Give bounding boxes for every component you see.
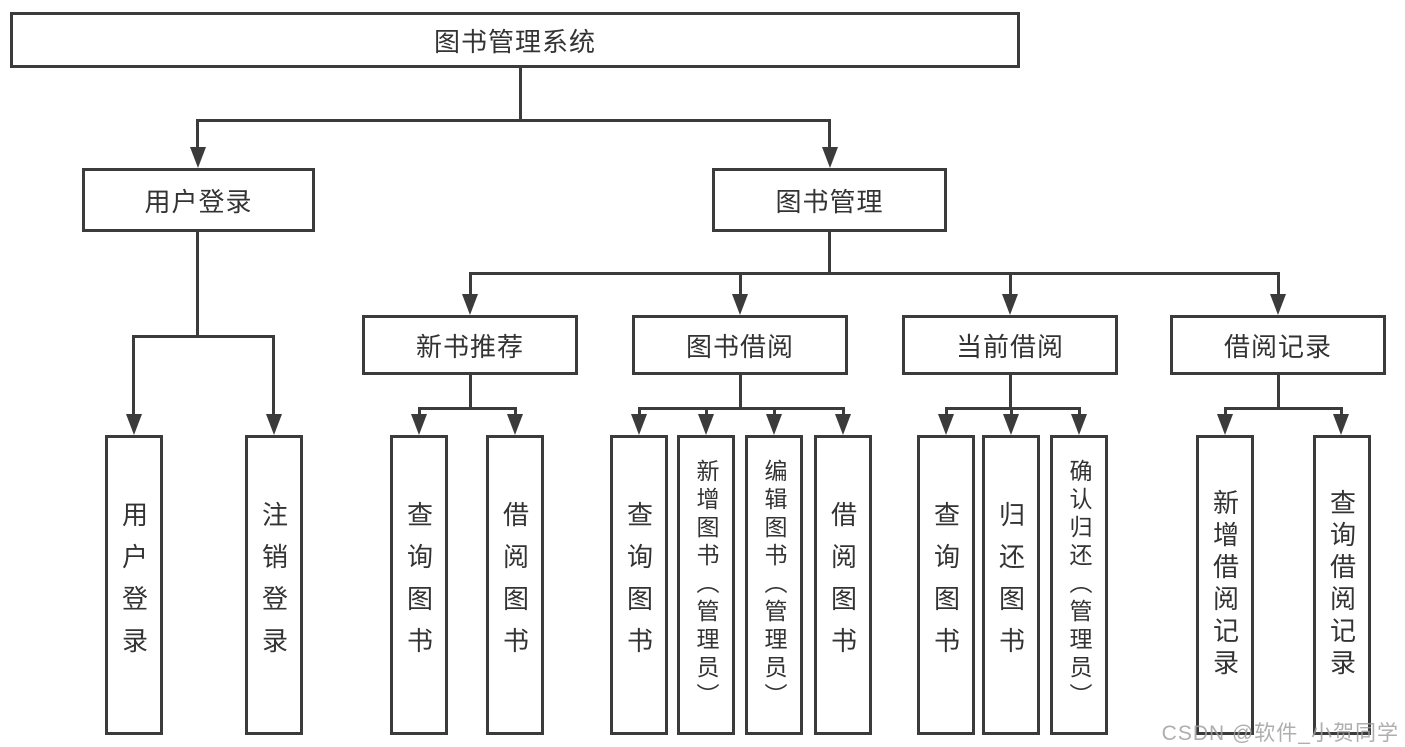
connector-line	[828, 232, 831, 272]
leaf-add-books-admin: 新增图书（管理员）	[677, 435, 735, 735]
connector-line	[945, 407, 1081, 410]
leaf-borrow-books-newbook: 借阅图书	[486, 435, 544, 735]
leaf-user-login: 用户登录	[105, 435, 163, 735]
arrowhead-down-icon	[938, 414, 954, 435]
arrowhead-down-icon	[1002, 294, 1018, 315]
connector-line	[638, 407, 845, 410]
connector-line	[469, 272, 472, 294]
node-current-borrowing: 当前借阅	[902, 315, 1118, 375]
connector-line	[272, 335, 275, 414]
arrowhead-down-icon	[190, 147, 206, 168]
node-book-borrowing: 图书借阅	[632, 315, 848, 375]
leaf-logout: 注销登录	[245, 435, 303, 735]
connector-line	[945, 407, 948, 414]
node-borrowing-records: 借阅记录	[1170, 315, 1386, 375]
leaf-edit-books-admin: 编辑图书（管理员）	[745, 435, 803, 735]
connector-line	[1009, 375, 1012, 407]
connector-line	[842, 407, 845, 414]
leaf-confirm-return-admin: 确认归还（管理员）	[1050, 435, 1108, 735]
arrowhead-down-icon	[835, 414, 851, 435]
connector-line	[469, 375, 472, 407]
connector-line	[519, 68, 522, 119]
connector-line	[1078, 407, 1081, 414]
arrowhead-down-icon	[1217, 414, 1233, 435]
connector-line	[773, 407, 776, 414]
leaf-borrow-books: 借阅图书	[814, 435, 872, 735]
connector-line	[1224, 407, 1343, 410]
arrowhead-down-icon	[822, 147, 838, 168]
watermark: CSDN @软件_小贺同学	[1161, 722, 1399, 745]
connector-line	[196, 119, 199, 148]
node-library-system: 图书管理系统	[10, 12, 1020, 68]
connector-line	[1340, 407, 1343, 414]
leaf-query-books-newbook: 查询图书	[390, 435, 448, 735]
connector-line	[469, 272, 1280, 275]
arrowhead-down-icon	[631, 414, 647, 435]
arrowhead-down-icon	[462, 294, 478, 315]
arrowhead-down-icon	[732, 294, 748, 315]
connector-line	[418, 407, 517, 410]
arrowhead-down-icon	[766, 414, 782, 435]
connector-line	[739, 375, 742, 407]
arrowhead-down-icon	[126, 414, 142, 435]
connector-line	[1277, 375, 1280, 407]
leaf-return-books: 归还图书	[982, 435, 1040, 735]
leaf-query-books-borrow: 查询图书	[610, 435, 668, 735]
leaf-query-books-current: 查询图书	[917, 435, 975, 735]
arrowhead-down-icon	[698, 414, 714, 435]
arrowhead-down-icon	[266, 414, 282, 435]
node-book-management: 图书管理	[712, 168, 947, 232]
node-user-login: 用户登录	[82, 168, 315, 232]
arrowhead-down-icon	[1003, 414, 1019, 435]
connector-line	[196, 119, 831, 122]
connector-line	[1010, 407, 1013, 414]
node-new-book-recommendation: 新书推荐	[362, 315, 578, 375]
connector-line	[705, 407, 708, 414]
leaf-query-borrow-record: 查询借阅记录	[1313, 435, 1371, 735]
connector-line	[638, 407, 641, 414]
arrowhead-down-icon	[507, 414, 523, 435]
arrowhead-down-icon	[1071, 414, 1087, 435]
connector-line	[739, 272, 742, 294]
connector-line	[196, 232, 199, 335]
connector-line	[132, 335, 275, 338]
connector-line	[1224, 407, 1227, 414]
connector-line	[1277, 272, 1280, 294]
connector-line	[132, 335, 135, 414]
arrowhead-down-icon	[411, 414, 427, 435]
connector-line	[828, 119, 831, 148]
connector-line	[418, 407, 421, 414]
arrowhead-down-icon	[1270, 294, 1286, 315]
connector-line	[1009, 272, 1012, 294]
connector-line	[514, 407, 517, 414]
leaf-add-borrow-record: 新增借阅记录	[1196, 435, 1254, 735]
arrowhead-down-icon	[1333, 414, 1349, 435]
